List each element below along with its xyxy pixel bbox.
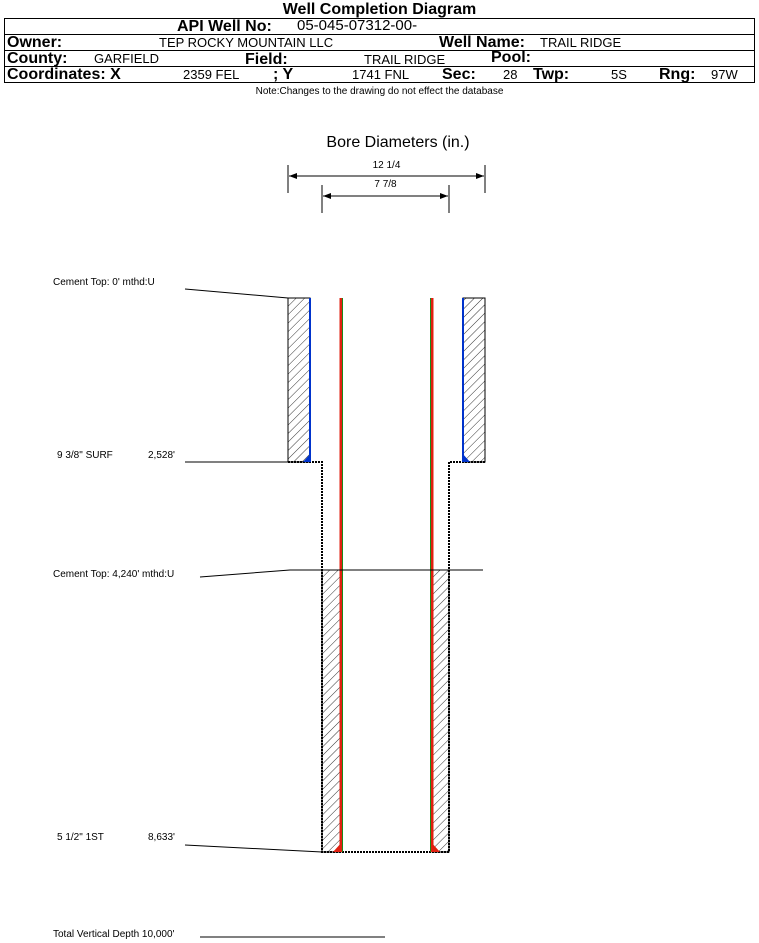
cement-top-label-1: Cement Top: 0' mthd:U	[53, 277, 155, 288]
api-value: 05-045-07312-00-	[297, 17, 418, 34]
bore-title: Bore Diameters (in.)	[326, 134, 470, 151]
owner-value: TEP ROCKY MOUNTAIN LLC	[159, 35, 334, 50]
bore-inner-label: 7 7/8	[374, 179, 397, 190]
note: Note:Changes to the drawing do not effec…	[255, 86, 504, 97]
well-name-value: TRAIL RIDGE	[540, 35, 622, 50]
rng-label: Rng:	[659, 66, 696, 83]
bore-outer-label: 12 1/4	[372, 160, 401, 171]
well-name-label: Well Name:	[439, 34, 525, 51]
coord-y-label: ; Y	[273, 66, 294, 83]
hole-wall	[288, 461, 485, 853]
rng-value: 97W	[711, 67, 738, 82]
twp-value: 5S	[611, 67, 627, 82]
sec-label: Sec:	[442, 66, 476, 83]
page-title: Well Completion Diagram	[282, 1, 477, 18]
pool-label: Pool:	[491, 49, 531, 66]
production-casing-label: 5 1/2" 1ST	[57, 832, 104, 843]
coord-x-label: Coordinates: X	[7, 66, 121, 83]
field-value: TRAIL RIDGE	[364, 52, 446, 67]
owner-label: Owner:	[7, 34, 63, 51]
coord-y-value: 1741 FNL	[352, 67, 410, 82]
surface-casing	[303, 298, 470, 462]
sec-value: 28	[503, 67, 518, 82]
twp-label: Twp:	[533, 66, 570, 83]
production-casing-depth: 8,633'	[148, 832, 175, 843]
field-label: Field:	[245, 51, 288, 68]
county-label: County:	[7, 50, 68, 67]
cement-top-label-2: Cement Top: 4,240' mthd:U	[53, 569, 175, 580]
surface-casing-label: 9 3/8" SURF	[57, 450, 113, 461]
county-value: GARFIELD	[94, 51, 160, 66]
api-label: API Well No:	[177, 18, 272, 35]
total-vertical-depth-label: Total Vertical Depth 10,000'	[53, 929, 175, 940]
well-info-table: API Well No: 05-045-07312-00- Owner: TEP…	[4, 17, 755, 83]
surface-casing-depth: 2,528'	[148, 450, 175, 461]
leader-lines	[184, 288, 483, 938]
production-casing	[333, 298, 440, 852]
coord-x-value: 2359 FEL	[183, 67, 240, 82]
surface-cement	[287, 297, 486, 463]
bore-dimension-lines	[287, 165, 486, 213]
